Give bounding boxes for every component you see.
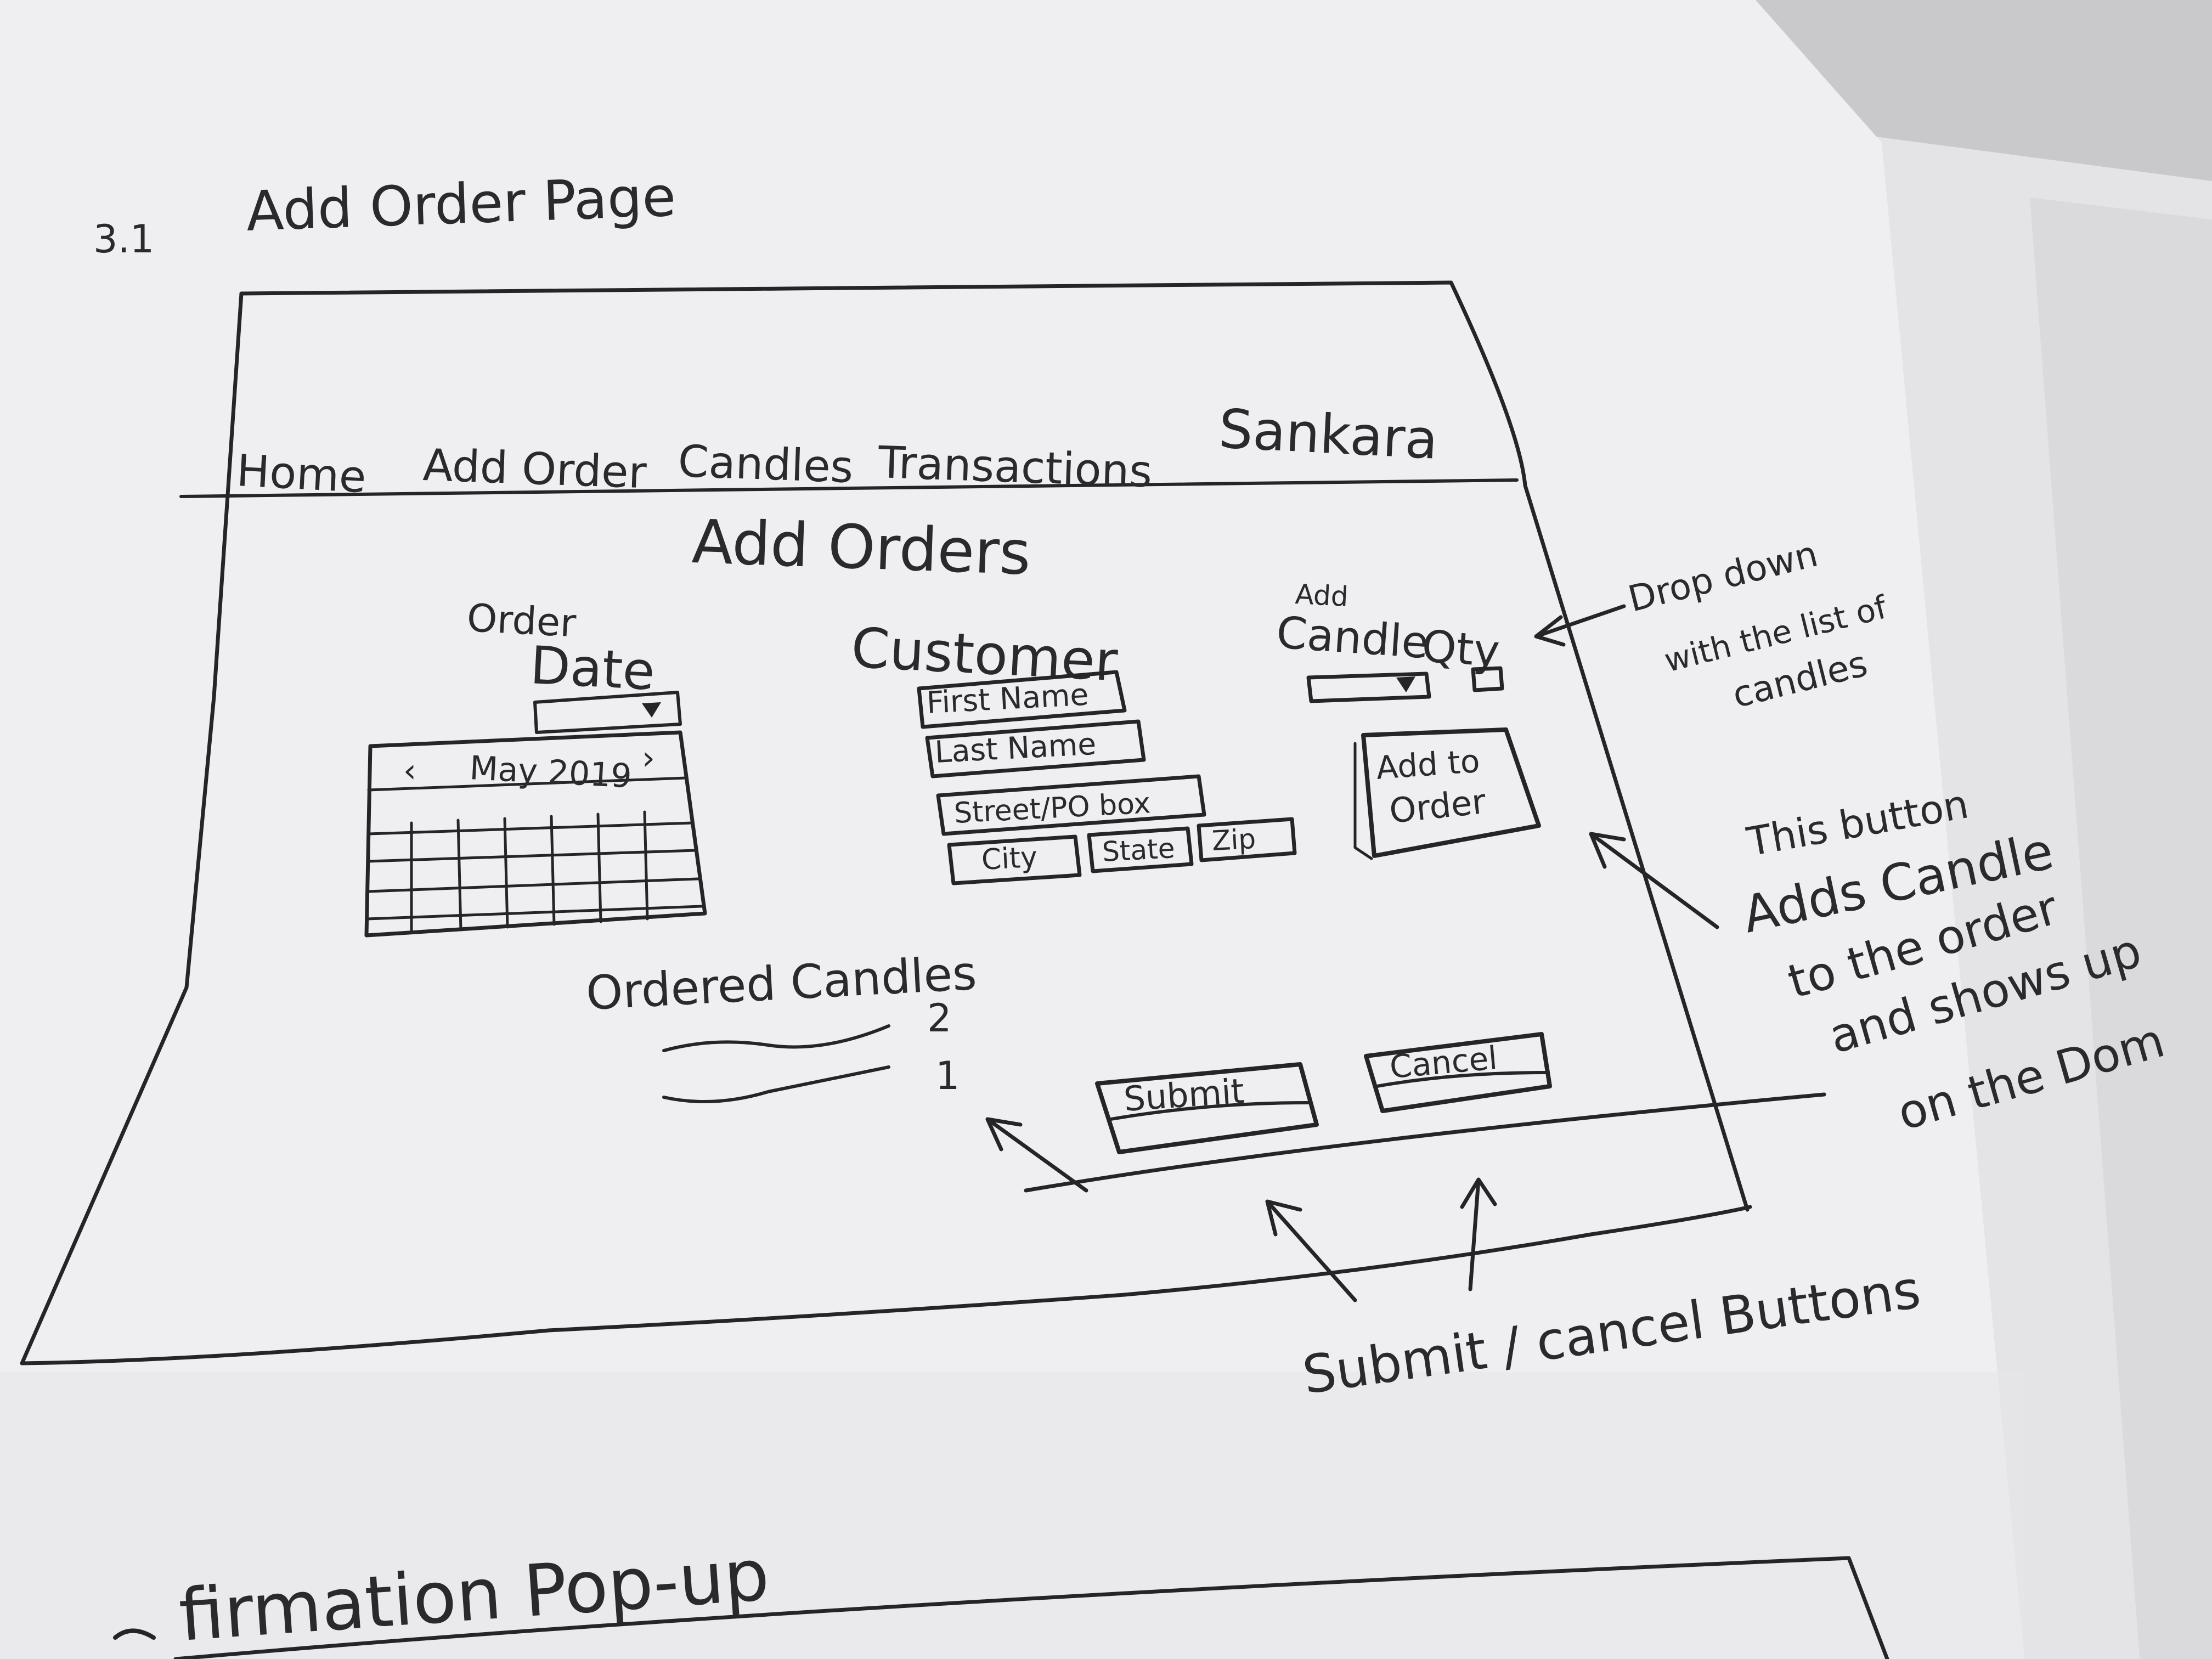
arrow-icon (985, 1117, 1088, 1193)
calendar-widget[interactable]: ‹ May 2019 › (364, 730, 707, 938)
add-to-order-line1: Add to (1375, 742, 1481, 787)
first-name-field[interactable]: First Name (917, 670, 1127, 729)
add-to-order-button[interactable]: Add to Order (1353, 727, 1541, 860)
order-date-section: Order Date ‹ May 2019 › (364, 595, 707, 938)
ordered-candle-item (662, 1024, 890, 1052)
section-title: Add Order Page (245, 165, 677, 244)
last-name-field[interactable]: Last Name (925, 719, 1146, 778)
candle-dropdown[interactable] (1306, 672, 1431, 703)
nav-item-candles[interactable]: Candles (677, 436, 854, 493)
section-number: 3.1 (93, 217, 154, 262)
ordered-candle-qty: 2 (927, 996, 952, 1041)
customer-label: Customer (850, 616, 1120, 693)
city-placeholder: City (981, 841, 1039, 877)
city-field[interactable]: City (947, 834, 1082, 885)
next-section-frame (173, 1556, 1889, 1659)
state-field[interactable]: State (1087, 826, 1194, 873)
ordered-candle-qty: 1 (935, 1053, 960, 1098)
calendar-prev-icon[interactable]: ‹ (403, 752, 416, 790)
last-name-placeholder: Last Name (934, 726, 1097, 770)
customer-section: Customer First Name Last Name Street/PO … (850, 616, 1297, 885)
arrow-icon (1589, 832, 1719, 929)
nav-bar: Home Add Order Candles Transactions Sank… (235, 398, 1440, 503)
candle-label-small: Add (1294, 578, 1349, 613)
background-paper-edge (2030, 198, 2212, 1659)
nav-item-transactions[interactable]: Transactions (877, 437, 1153, 497)
paper-shading (0, 1372, 2024, 1659)
arrow-icon (1534, 604, 1626, 647)
ordered-candle-item (662, 1065, 890, 1103)
chevron-down-icon (642, 702, 661, 718)
arrow-icon (1460, 1177, 1497, 1291)
next-section-stroke (113, 1628, 156, 1640)
first-name-placeholder: First Name (926, 677, 1089, 720)
zip-field[interactable]: Zip (1197, 817, 1297, 862)
arrow-icon (1265, 1199, 1357, 1302)
qty-input[interactable] (1471, 666, 1504, 692)
chevron-down-icon (1396, 676, 1415, 692)
date-dropdown[interactable] (533, 691, 682, 734)
nav-item-home[interactable]: Home (235, 445, 368, 503)
nav-item-add-order[interactable]: Add Order (422, 439, 647, 498)
order-date-label: Date (529, 635, 657, 702)
calendar-grid (365, 810, 703, 934)
submit-button[interactable]: Submit (1095, 1062, 1319, 1154)
submit-label: Submit (1122, 1071, 1245, 1119)
wireframe-browser (20, 280, 1826, 1365)
calendar-next-icon[interactable]: › (642, 739, 655, 777)
zip-placeholder: Zip (1211, 823, 1257, 857)
order-date-label-small: Order (466, 595, 577, 646)
page-title: Add Orders (691, 506, 1032, 588)
brand-name[interactable]: Sankara (1217, 398, 1440, 472)
state-placeholder: State (1102, 832, 1176, 868)
candle-label: Candle (1275, 607, 1431, 668)
candle-section: Add Candle Qty Add to Order (1275, 578, 1541, 860)
calendar-month: May 2019 (469, 749, 633, 795)
